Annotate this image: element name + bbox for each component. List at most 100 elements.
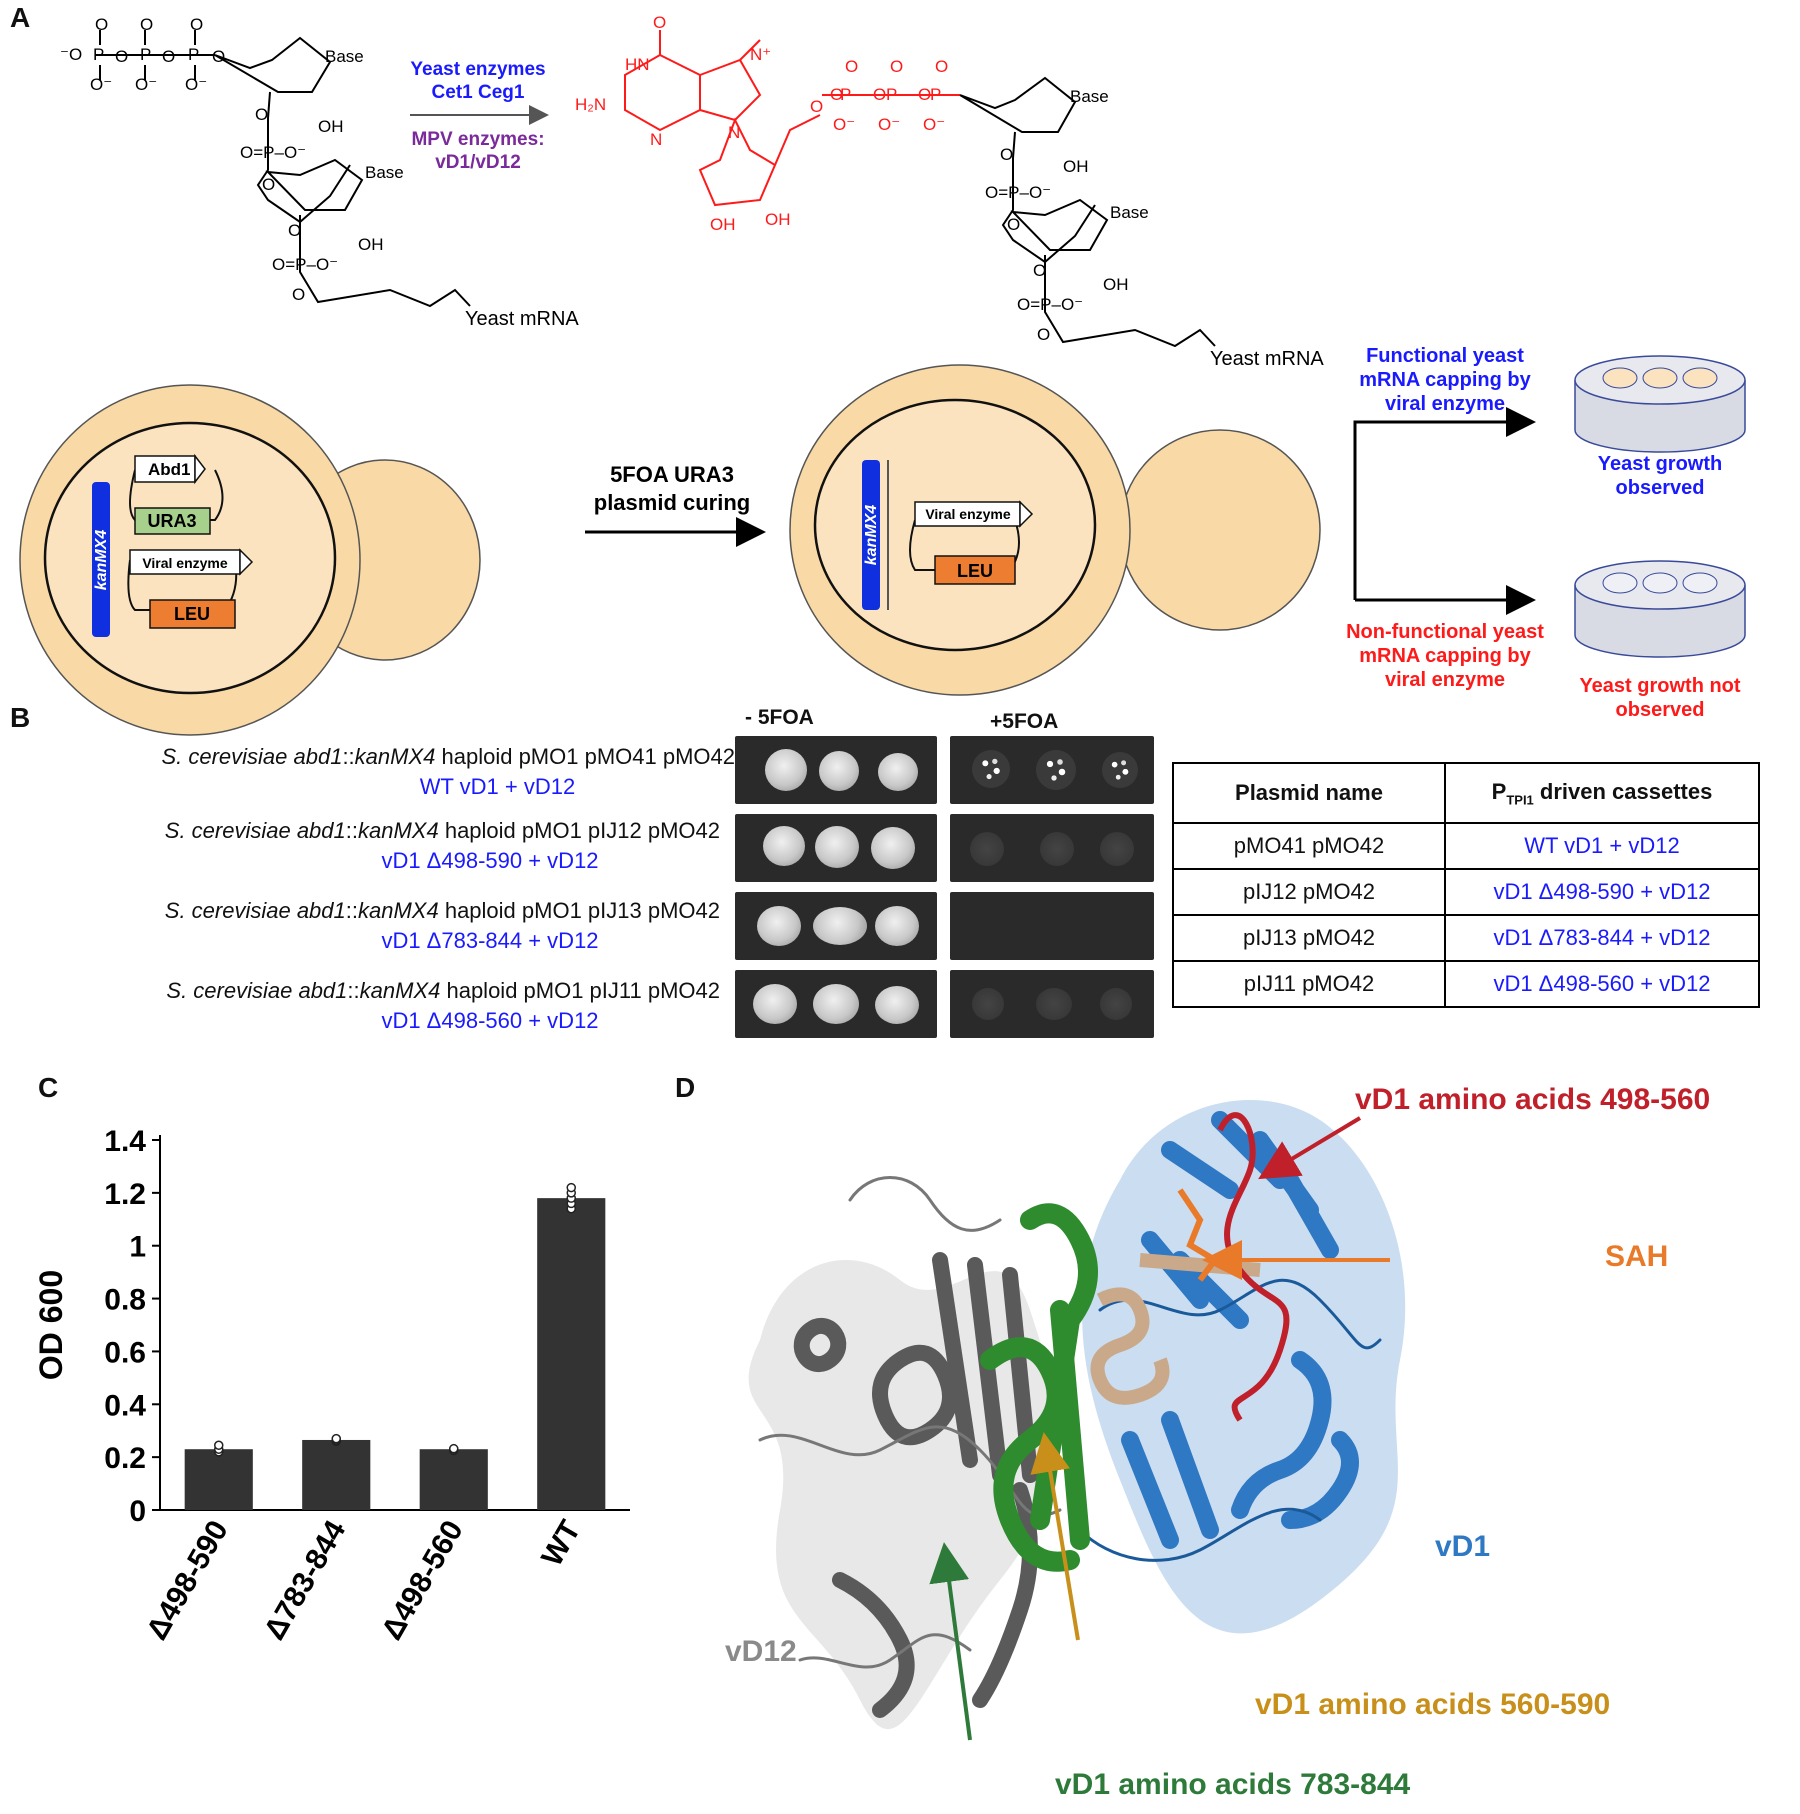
svg-text:O: O bbox=[190, 15, 203, 34]
arrow-top-label: Yeast enzymes bbox=[410, 59, 545, 80]
svg-text:mRNA capping by: mRNA capping by bbox=[1359, 645, 1531, 667]
base-label: Base bbox=[1110, 203, 1149, 222]
y-tick-label: 0.4 bbox=[104, 1389, 146, 1422]
svg-text:N: N bbox=[650, 130, 662, 149]
svg-text:O=P–O⁻: O=P–O⁻ bbox=[985, 183, 1051, 202]
table-header-cassette: PTPI1 driven cassettes bbox=[1444, 762, 1760, 824]
plate-minus-row2 bbox=[735, 814, 937, 882]
x-tick-label: Δ783-844 bbox=[258, 1515, 353, 1646]
svg-text:Yeast growth not: Yeast growth not bbox=[1579, 675, 1740, 697]
arrow-bottom-label-2: vD1/vD12 bbox=[435, 152, 521, 173]
svg-text:mRNA capping by: mRNA capping by bbox=[1359, 369, 1531, 391]
oh-label: OH bbox=[318, 117, 344, 136]
replicate-point bbox=[331, 1433, 341, 1444]
svg-text:O: O bbox=[1033, 261, 1046, 280]
vd1-structure bbox=[1078, 1100, 1406, 1634]
yeast-cell-before bbox=[19, 384, 481, 736]
plate-plus-row2 bbox=[950, 814, 1154, 882]
arrow-top-label-2: Cet1 Ceg1 bbox=[432, 82, 525, 103]
svg-text:O: O bbox=[653, 13, 666, 32]
label-vd12: vD12 bbox=[725, 1635, 797, 1668]
svg-text:O=P–O⁻: O=P–O⁻ bbox=[272, 255, 338, 274]
plasmid-table: Plasmid name PTPI1 driven cassettes pMO4… bbox=[1172, 762, 1760, 1008]
leu-label: LEU bbox=[174, 604, 210, 624]
yeast-cell-after bbox=[789, 364, 1321, 696]
plate-minus-row3 bbox=[735, 892, 937, 960]
label-sah: SAH bbox=[1605, 1240, 1669, 1273]
svg-text:OH: OH bbox=[765, 210, 791, 229]
svg-text:P: P bbox=[188, 45, 199, 64]
viral-enzyme-label: Viral enzyme bbox=[142, 555, 228, 571]
y-tick-label: 1 bbox=[129, 1231, 146, 1264]
svg-text:O⁻: O⁻ bbox=[833, 115, 855, 134]
plate-plus-row4 bbox=[950, 970, 1154, 1038]
svg-text:OH: OH bbox=[710, 215, 736, 234]
oh-label: OH bbox=[1103, 275, 1129, 294]
svg-text:O: O bbox=[292, 285, 305, 304]
svg-text:Functional yeast: Functional yeast bbox=[1366, 345, 1524, 367]
svg-text:O: O bbox=[255, 105, 268, 124]
svg-text:O: O bbox=[115, 47, 128, 66]
y-tick-label: 0 bbox=[129, 1495, 146, 1528]
strain-label: S. cerevisiae abd1::kanMX4 haploid pMO1 … bbox=[166, 978, 720, 1033]
panel-label-b: B bbox=[10, 702, 31, 733]
svg-text:O: O bbox=[810, 97, 823, 116]
svg-text:O=P–O⁻: O=P–O⁻ bbox=[1017, 295, 1083, 314]
label-vd1-498-560: vD1 amino acids 498-560 bbox=[1355, 1083, 1711, 1116]
leu-label-2: LEU bbox=[957, 561, 993, 581]
bar bbox=[537, 1198, 606, 1510]
svg-text:viral enzyme: viral enzyme bbox=[1385, 393, 1505, 415]
yeast-mrna-label-right: Yeast mRNA bbox=[1210, 348, 1324, 370]
oh-label: OH bbox=[358, 235, 384, 254]
kanmx4-label-2: kanMX4 bbox=[863, 505, 880, 566]
vd1-783-844-region bbox=[980, 1203, 1098, 1572]
table-header-row: Plasmid name PTPI1 driven cassettes bbox=[1172, 762, 1760, 824]
plate-no-growth bbox=[1574, 560, 1746, 658]
curing-label-1: 5FOA URA3 bbox=[610, 462, 734, 487]
svg-text:HN: HN bbox=[625, 55, 650, 74]
label-vd1-783-844: vD1 amino acids 783-844 bbox=[1055, 1768, 1411, 1801]
svg-text:O⁻: O⁻ bbox=[185, 75, 207, 94]
strain-label: S. cerevisiae abd1::kanMX4 haploid pMO1 … bbox=[164, 898, 720, 953]
bar bbox=[302, 1439, 371, 1510]
viral-enzyme-label-2: Viral enzyme bbox=[925, 506, 1011, 522]
panel-label-a: A bbox=[10, 2, 31, 33]
table-header-plasmid: Plasmid name bbox=[1172, 762, 1446, 824]
panel-label-c: C bbox=[38, 1072, 59, 1103]
plus-5foa-label: +5FOA bbox=[990, 710, 1059, 733]
y-tick-label: 0.8 bbox=[104, 1284, 146, 1317]
plate-growth bbox=[1574, 355, 1746, 453]
svg-text:O: O bbox=[935, 57, 948, 76]
y-tick-label: 0.2 bbox=[104, 1442, 146, 1475]
svg-text:O: O bbox=[1037, 325, 1050, 344]
svg-text:O⁻: O⁻ bbox=[135, 75, 157, 94]
x-tick-label: Δ498-560 bbox=[375, 1515, 469, 1646]
svg-text:P: P bbox=[93, 45, 104, 64]
strain-label: S. cerevisiae abd1::kanMX4 haploid pMO1 … bbox=[164, 818, 720, 873]
y-tick-label: 0.6 bbox=[104, 1336, 146, 1369]
abd1-label: Abd1 bbox=[148, 460, 191, 479]
svg-text:O: O bbox=[845, 57, 858, 76]
y-tick-label: 1.2 bbox=[104, 1178, 146, 1211]
bar bbox=[419, 1449, 488, 1510]
oh-label: OH bbox=[1063, 157, 1089, 176]
bar bbox=[184, 1449, 253, 1510]
base-label: Base bbox=[1070, 87, 1109, 106]
svg-text:O: O bbox=[262, 175, 275, 194]
uncapped-rna-structure bbox=[95, 30, 471, 308]
label-vd1: vD1 bbox=[1435, 1530, 1491, 1563]
plate-minus-row4 bbox=[735, 970, 937, 1038]
svg-text:viral enzyme: viral enzyme bbox=[1385, 669, 1505, 691]
minus-5foa-label: - 5FOA bbox=[745, 706, 814, 729]
strain-label: S. cerevisiae abd1::kanMX4 haploid pMO1 … bbox=[161, 744, 735, 799]
protein-structure bbox=[748, 1100, 1406, 1741]
svg-text:O: O bbox=[95, 15, 108, 34]
svg-text:O: O bbox=[140, 15, 153, 34]
svg-text:observed: observed bbox=[1616, 477, 1705, 499]
